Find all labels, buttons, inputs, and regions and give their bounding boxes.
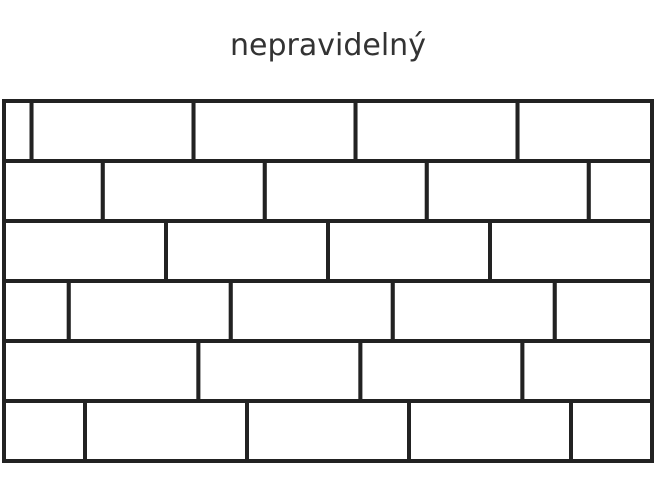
- brick: [228, 279, 395, 343]
- brick: [2, 219, 168, 283]
- brick: [262, 159, 429, 223]
- brick: [66, 279, 233, 343]
- brick: [326, 219, 492, 283]
- brick: [29, 99, 196, 163]
- brick: [586, 159, 655, 223]
- brick: [164, 219, 330, 283]
- wall-frame: [2, 99, 654, 463]
- brick: [552, 279, 654, 343]
- diagram-title: nepravidelný: [230, 28, 426, 63]
- brick: [515, 99, 654, 163]
- brick: [2, 399, 87, 463]
- brick: [245, 399, 411, 463]
- brick: [353, 99, 520, 163]
- brick: [390, 279, 557, 343]
- brick: [2, 279, 71, 343]
- brick: [407, 399, 573, 463]
- brick: [191, 99, 358, 163]
- brick: [196, 339, 363, 403]
- brick: [2, 99, 34, 163]
- brick: [2, 159, 105, 223]
- brick: [488, 219, 654, 283]
- brick-rows: [2, 99, 655, 463]
- brick: [358, 339, 525, 403]
- brick: [520, 339, 655, 403]
- brick: [100, 159, 267, 223]
- brick: [569, 399, 654, 463]
- brick: [83, 399, 249, 463]
- brick: [2, 339, 201, 403]
- brick: [424, 159, 591, 223]
